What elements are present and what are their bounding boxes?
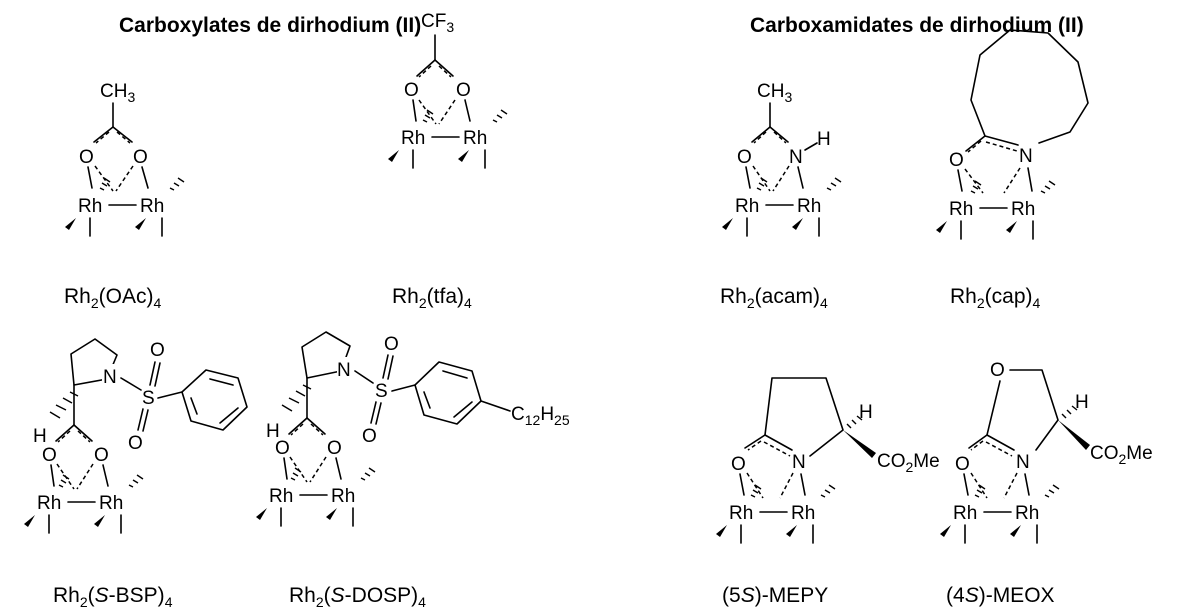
svg-text:O: O: [384, 334, 399, 355]
svg-text:CF3: CF3: [421, 11, 454, 35]
svg-text:N: N: [103, 367, 117, 388]
label-5s-mepy: (5S)-MEPY: [722, 584, 828, 607]
svg-text:O: O: [133, 147, 148, 168]
svg-text:O: O: [731, 454, 746, 475]
svg-text:O: O: [955, 454, 970, 475]
label-4s-meox: (4S)-MEOX: [946, 584, 1055, 607]
svg-text:N: N: [337, 360, 351, 381]
svg-text:O: O: [79, 147, 94, 168]
svg-text:O: O: [94, 445, 109, 466]
structure-rh2-s-bsp4: N H S O O O O: [23, 338, 248, 534]
svg-text:C12H25: C12H25: [511, 404, 570, 428]
svg-text:H: H: [1075, 392, 1089, 413]
svg-text:CH3: CH3: [100, 81, 135, 105]
svg-text:S: S: [375, 381, 388, 402]
svg-text:O: O: [990, 360, 1005, 381]
svg-text:O: O: [128, 433, 143, 454]
structure-rh2-acam4: CH3 O N H: [721, 81, 842, 237]
svg-text:H: H: [859, 402, 873, 423]
structure-4s-meox: O O N H CO2Me: [939, 360, 1153, 544]
svg-text:CH3: CH3: [757, 81, 792, 105]
svg-text:O: O: [327, 438, 342, 459]
svg-text:H: H: [266, 421, 280, 442]
label-rh2-s-bsp4: Rh2(S-BSP)4: [53, 584, 173, 609]
structure-rh2-oac4: CH3 O O: [64, 81, 185, 237]
structure-5s-mepy: O N H CO2Me: [715, 377, 940, 544]
structure-rh2-s-dosp4: N H S O O C12H25 O O: [255, 331, 570, 527]
label-rh2-s-dosp4: Rh2(S-DOSP)4: [289, 584, 426, 609]
label-rh2-cap4: Rh2(cap)4: [950, 285, 1041, 311]
label-rh2-oac4: Rh2(OAc)4: [64, 285, 161, 311]
svg-text:S: S: [142, 388, 155, 409]
label-rh2-acam4: Rh2(acam)4: [720, 285, 828, 311]
svg-text:O: O: [362, 426, 377, 447]
svg-text:O: O: [42, 445, 57, 466]
label-rh2-tfa4: Rh2(tfa)4: [392, 285, 472, 311]
svg-text:O: O: [404, 80, 419, 101]
heading-carboxamidates: Carboxamidates de dirhodium (II): [750, 14, 1084, 37]
svg-text:CO2Me: CO2Me: [1090, 443, 1153, 467]
svg-text:O: O: [949, 150, 964, 171]
svg-text:N: N: [1019, 146, 1033, 167]
svg-text:O: O: [275, 438, 290, 459]
svg-text:H: H: [33, 426, 47, 447]
svg-text:CO2Me: CO2Me: [877, 451, 940, 475]
svg-text:O: O: [737, 147, 752, 168]
svg-text:N: N: [792, 452, 806, 473]
structure-rh2-tfa4: CF3 O O: [387, 11, 508, 169]
svg-text:N: N: [1016, 452, 1030, 473]
svg-text:H: H: [817, 129, 831, 150]
structure-rh2-cap4: O N: [935, 29, 1089, 240]
svg-text:O: O: [150, 340, 165, 361]
svg-text:N: N: [789, 147, 803, 168]
svg-text:O: O: [456, 80, 471, 101]
heading-carboxylates: Carboxylates de dirhodium (II): [119, 14, 421, 37]
